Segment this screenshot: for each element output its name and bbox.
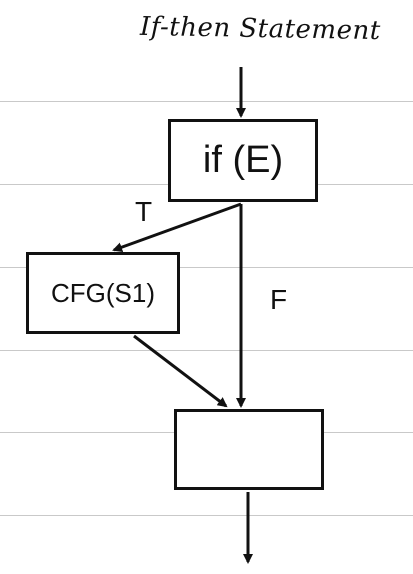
notebook-line [0,101,413,102]
condition-node: if (E) [168,119,318,202]
notebook-line [0,350,413,351]
notebook-line [0,515,413,516]
then-node: CFG(S1) [26,252,180,334]
exit-node [174,409,324,490]
then-node-label: CFG(S1) [51,277,155,308]
true-edge [112,202,242,252]
then-to-exit-edge [133,334,228,408]
notebook-line [0,267,413,268]
false-edge-label: F [270,284,288,315]
true-edge-label: T [135,196,153,227]
condition-node-label: if (E) [202,139,284,181]
